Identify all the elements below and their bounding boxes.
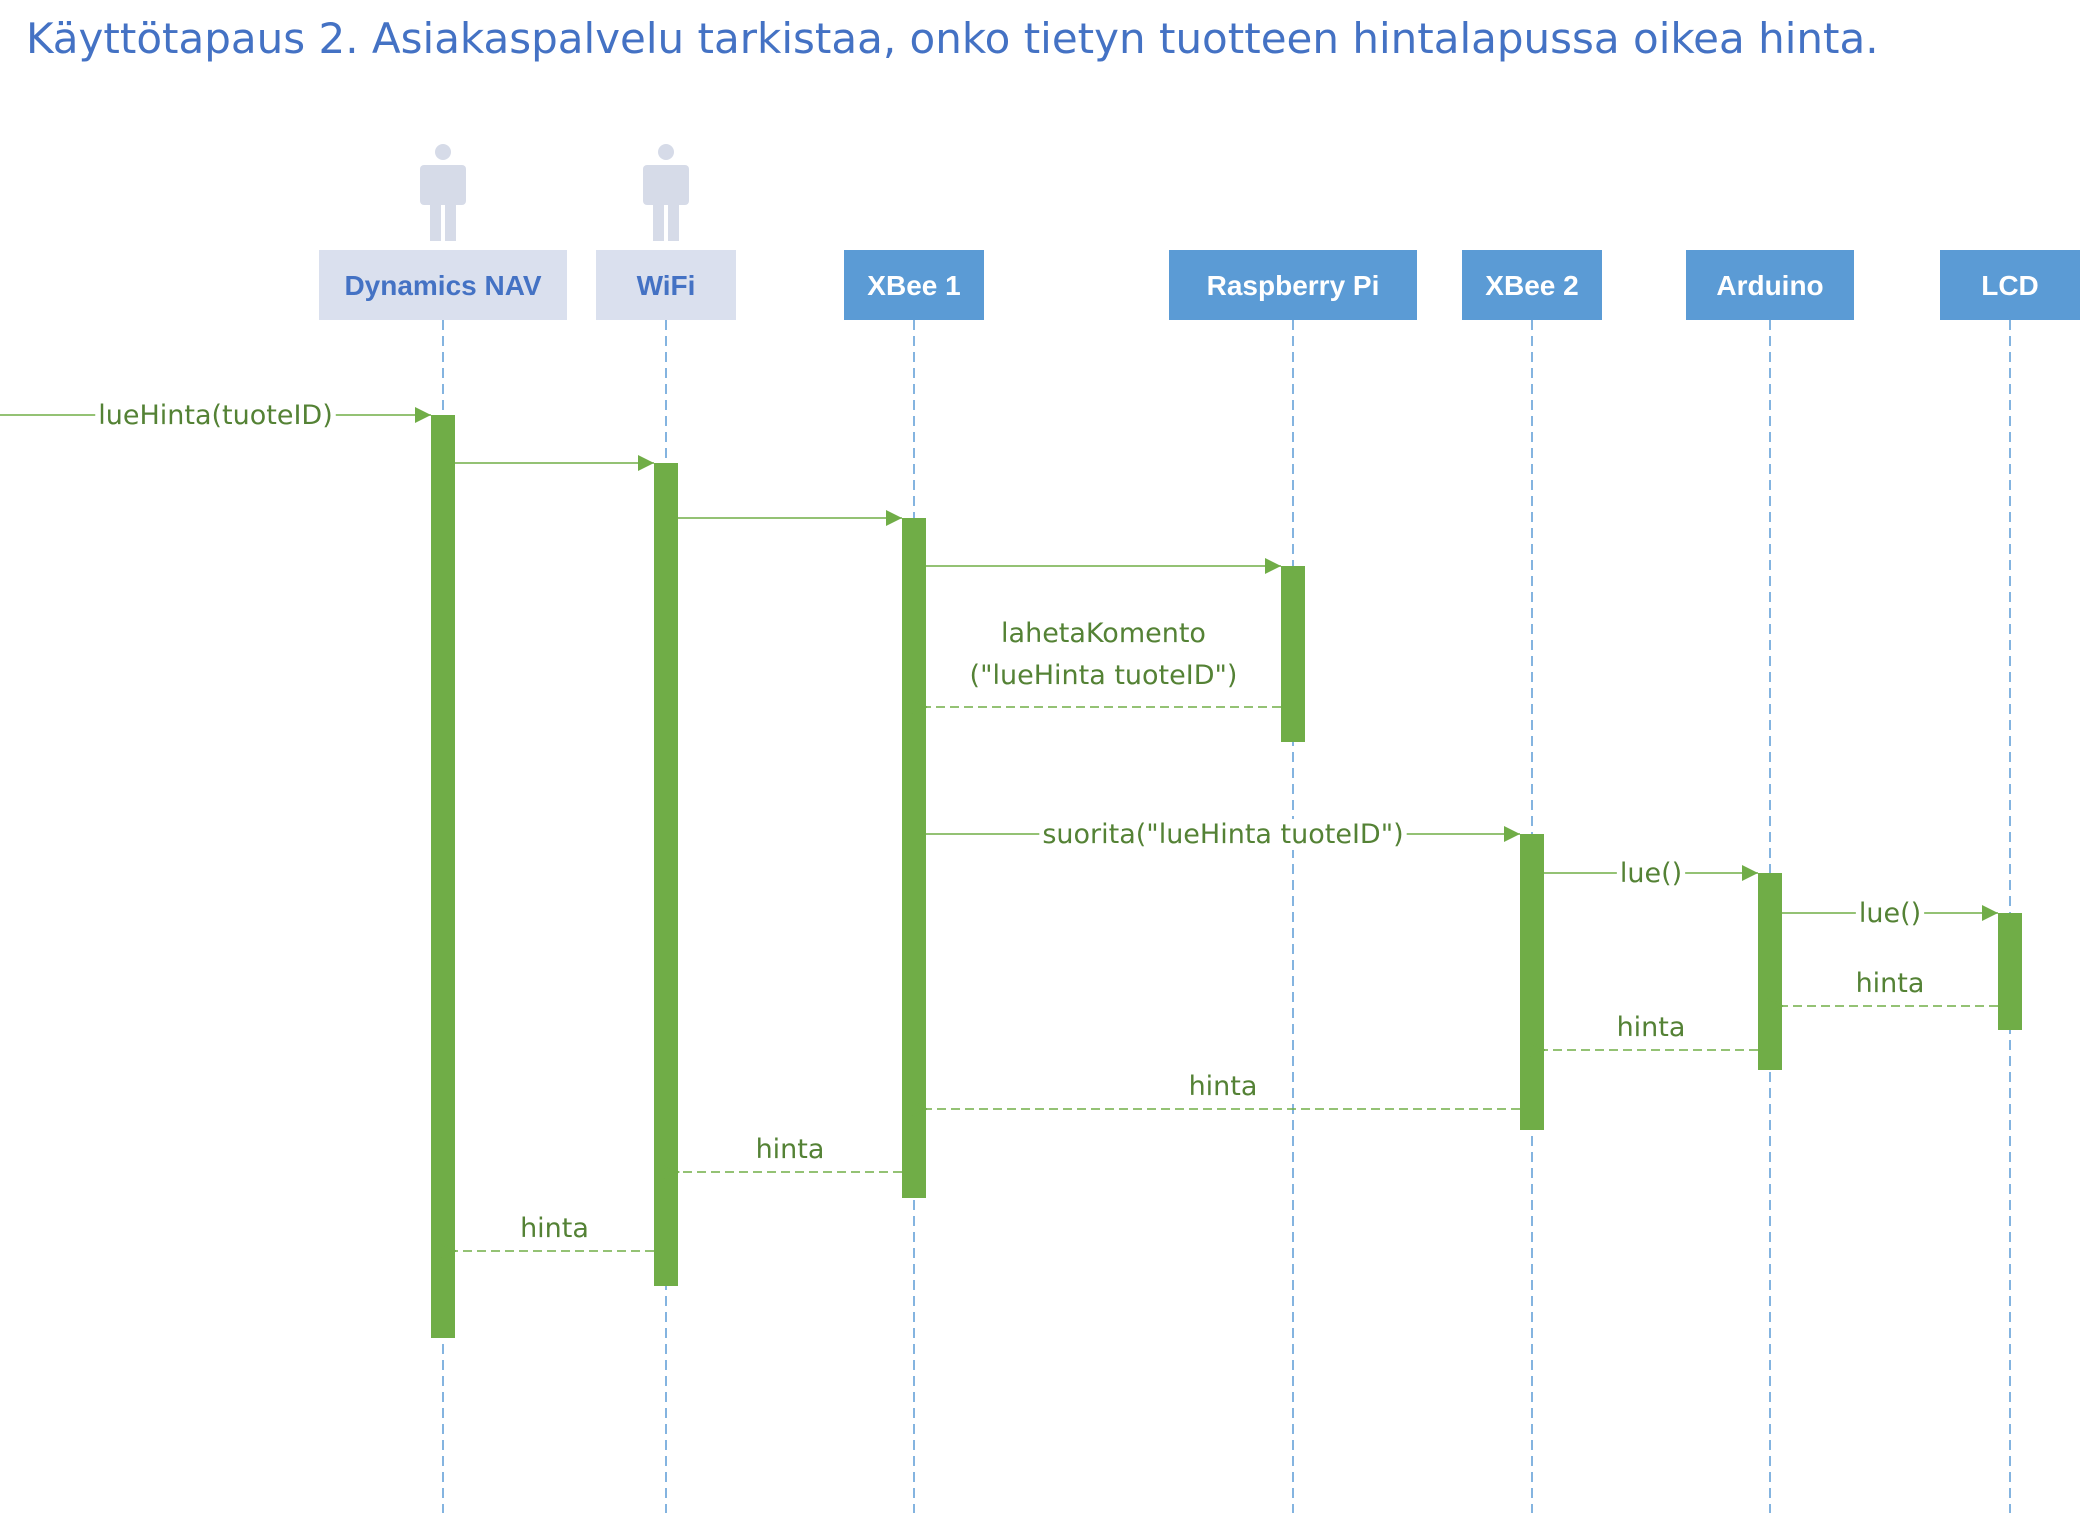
label-background bbox=[1855, 898, 1925, 929]
label-background bbox=[1039, 819, 1407, 850]
activation-bar-lcd bbox=[1998, 913, 2022, 1030]
message-label: hinta bbox=[520, 1213, 589, 1244]
label-background bbox=[1616, 858, 1686, 889]
participant-box-rpi bbox=[1169, 250, 1417, 320]
message-label: ("lueHinta tuoteID") bbox=[970, 660, 1238, 691]
label-background bbox=[95, 400, 336, 431]
participant-label-xbee1: XBee 1 bbox=[867, 270, 960, 301]
participant-box-wifi bbox=[596, 250, 736, 320]
activation-bars bbox=[431, 415, 2022, 1338]
page-title: Käyttötapaus 2. Asiakaspalvelu tarkistaa… bbox=[26, 14, 1879, 63]
activation-bar-xbee1 bbox=[902, 518, 926, 1198]
participant-box-nav bbox=[319, 250, 567, 320]
message-label: lue() bbox=[1859, 898, 1921, 929]
message-label: lahetaKomento bbox=[1001, 618, 1206, 649]
activation-bar-wifi bbox=[654, 463, 678, 1286]
message-label: suorita("lueHinta tuoteID") bbox=[1042, 819, 1403, 850]
messages: lueHinta(tuoteID) lahetaKomento ("lueHinta… bbox=[0, 400, 1998, 1251]
participant-label-wifi: WiFi bbox=[637, 270, 696, 301]
participant-label-lcd: LCD bbox=[1981, 270, 2039, 301]
message-label: hinta bbox=[756, 1134, 825, 1165]
person-icon bbox=[420, 144, 466, 241]
participant-box-arduino bbox=[1686, 250, 1854, 320]
participant-label-arduino: Arduino bbox=[1716, 270, 1823, 301]
participant-box-xbee2 bbox=[1462, 250, 1602, 320]
message-label: lue() bbox=[1620, 858, 1682, 889]
message-label: hinta bbox=[1189, 1071, 1258, 1102]
person-icon bbox=[643, 144, 689, 241]
activation-bar-xbee2 bbox=[1520, 834, 1544, 1130]
participant-label-xbee2: XBee 2 bbox=[1485, 270, 1578, 301]
message-label: lueHinta(tuoteID) bbox=[98, 400, 333, 431]
activation-bar-nav bbox=[431, 415, 455, 1338]
message-label: hinta bbox=[1617, 1012, 1686, 1043]
message-label: hinta bbox=[1856, 968, 1925, 999]
participant-box-xbee1 bbox=[844, 250, 984, 320]
activation-bar-arduino bbox=[1758, 873, 1782, 1070]
participant-heads: Dynamics NAV WiFi XBee 1 Raspberry Pi XBee 2… bbox=[319, 144, 2080, 320]
participant-label-rpi: Raspberry Pi bbox=[1207, 270, 1380, 301]
activation-bar-rpi bbox=[1281, 566, 1305, 742]
participant-label-nav: Dynamics NAV bbox=[344, 270, 541, 301]
participant-box-lcd bbox=[1940, 250, 2080, 320]
